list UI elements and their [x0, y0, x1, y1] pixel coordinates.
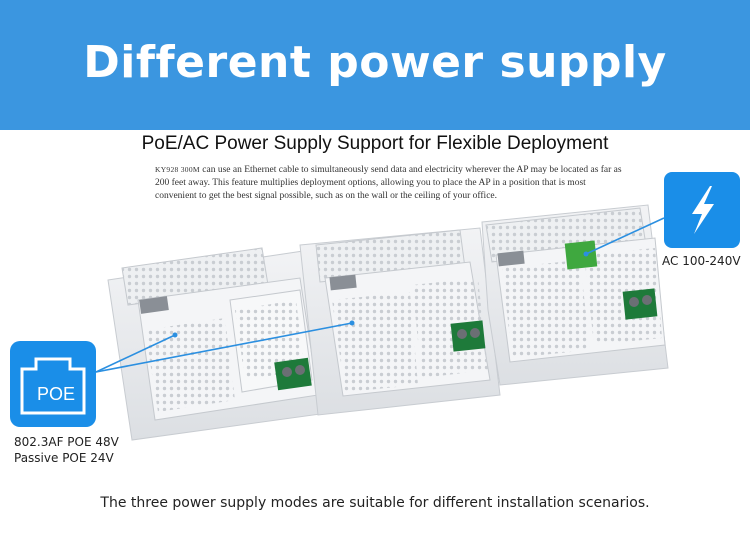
- footer-note: The three power supply modes are suitabl…: [100, 495, 650, 511]
- poe-icon-label: POE: [36, 384, 75, 404]
- ac-pointer-line: [585, 217, 665, 255]
- section-subtitle: PoE/AC Power Supply Support for Flexible…: [141, 133, 609, 154]
- poe-caption-line1: 802.3AF POE 48V: [14, 435, 119, 449]
- poe-caption-line2: Passive POE 24V: [14, 451, 114, 465]
- description-paragraph: KY928 300M can use an Ethernet cable to …: [155, 163, 625, 203]
- banner-title: Different power supply: [83, 36, 667, 88]
- panel-unit-ac-right: [481, 204, 669, 386]
- ac-caption: AC 100-240V: [662, 254, 741, 268]
- description-text: can use an Ethernet cable to simultaneou…: [155, 165, 622, 201]
- panel-unit-poe-left: [107, 247, 336, 441]
- poe-caption: 802.3AF POE 48V Passive POE 24V: [14, 434, 119, 466]
- lightning-bolt-icon: [664, 172, 740, 248]
- panel-unit-poe-middle: [299, 227, 501, 416]
- model-name: KY928 300M: [155, 165, 200, 174]
- poe-pointer-lines: [95, 322, 353, 373]
- title-banner: Different power supply: [0, 0, 750, 130]
- ethernet-port-icon: [10, 341, 96, 427]
